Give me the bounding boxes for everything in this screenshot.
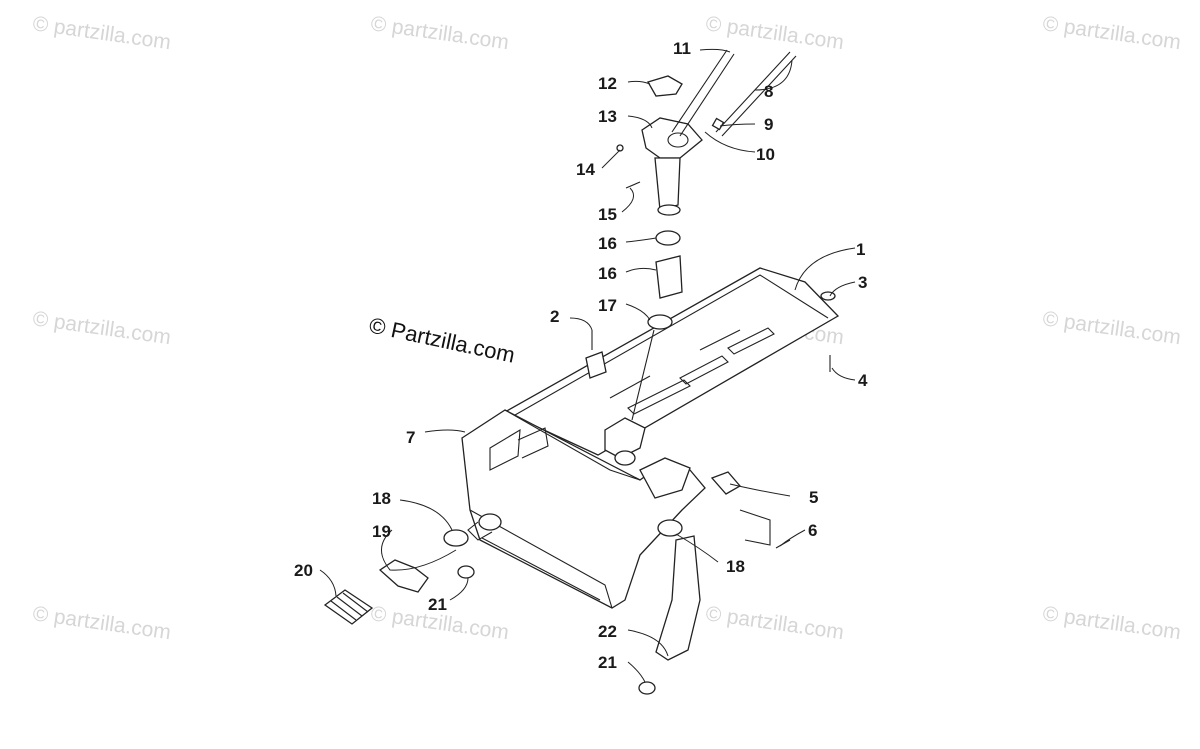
callout-16: 16 (598, 234, 617, 253)
callout-17: 16 (598, 264, 617, 283)
watermark: © partzilla.com (31, 12, 172, 54)
callout-15: 15 (598, 205, 617, 224)
callout-22: 22 (598, 622, 617, 641)
leader-lines (319, 48, 856, 683)
callout-8: 8 (764, 82, 773, 101)
callout-11: 11 (673, 39, 691, 58)
callout-18: 18 (372, 489, 391, 508)
callout-7: 7 (406, 428, 415, 447)
watermark: © partzilla.com (31, 307, 172, 349)
lower-hoses (323, 519, 701, 695)
watermark: © partzilla.com (369, 12, 510, 54)
filler-neck-assembly (616, 49, 797, 421)
callout-21: 21 (598, 653, 617, 672)
callout-5: 5 (809, 488, 818, 507)
callout-14: 14 (576, 160, 595, 179)
watermark: © partzilla.com (1041, 307, 1182, 349)
callout-4: 4 (858, 371, 868, 390)
watermark: © partzilla.com (704, 12, 845, 54)
heat-exchanger-body (461, 409, 706, 609)
watermark: © partzilla.com (1041, 12, 1182, 54)
callout-6: 6 (808, 521, 817, 540)
callout-21: 21 (428, 595, 447, 614)
radiator-plate (503, 267, 840, 456)
callout-13: 13 (598, 107, 617, 126)
watermark: © partzilla.com (704, 602, 845, 644)
callout-19: 19 (372, 522, 391, 541)
callout-1: 1 (856, 240, 865, 259)
watermark: © partzilla.com (1041, 602, 1182, 644)
callout-labels: 1 2 3 4 5 6 7 8 9 10 11 12 13 14 15 16 1… (294, 39, 868, 672)
callout-12: 12 (598, 74, 617, 93)
callout-10: 10 (756, 145, 775, 164)
callout-2: 2 (550, 307, 559, 326)
callout-20: 20 (294, 561, 313, 580)
callout-9: 9 (764, 115, 773, 134)
thermostat-housing (604, 417, 771, 546)
watermark: © partzilla.com (31, 602, 172, 644)
callout-18: 18 (726, 557, 745, 576)
callout-3: 3 (858, 273, 867, 292)
callout-16: 17 (598, 296, 617, 315)
copyright-notice: © Partzilla.com (367, 312, 517, 367)
